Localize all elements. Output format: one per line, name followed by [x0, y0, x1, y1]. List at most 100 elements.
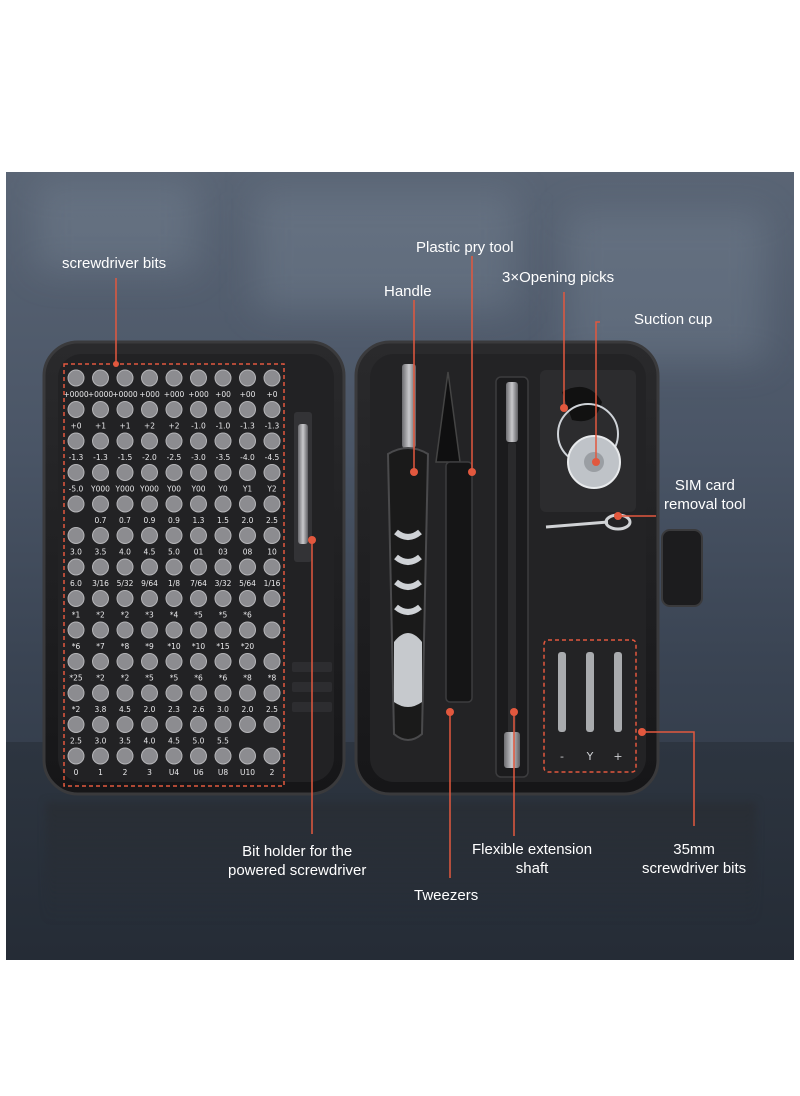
screwdriver-bit — [116, 464, 134, 481]
screwdriver-bit — [141, 558, 158, 576]
bit-size-label: 3.5 — [95, 548, 107, 557]
callout-screwdriver-bits: screwdriver bits — [62, 255, 167, 272]
callout-suction-cup: Suction cup — [634, 311, 713, 328]
screwdriver-bit — [214, 747, 232, 765]
callout-line: Flexible extension — [472, 841, 593, 858]
bit-size-label: +0 — [70, 422, 81, 431]
bit-size-label: 3/16 — [92, 579, 109, 588]
callout-sim-card-removal-tool: SIM card removal tool — [664, 476, 746, 514]
bit-size-label: 2.5 — [266, 516, 278, 525]
bit-size-label: *25 — [69, 674, 83, 683]
screwdriver-bit — [263, 621, 281, 639]
callout-flexible-extension-shaft: Flexible extension shaft — [472, 840, 592, 878]
bit-size-label: Y1 — [242, 485, 253, 494]
callout-tweezers: Tweezers — [414, 887, 479, 904]
screwdriver-bit — [67, 684, 85, 702]
bit-size-label: 7/64 — [190, 579, 207, 588]
35mm-bit — [586, 652, 594, 732]
bit-size-label: Y000 — [90, 485, 110, 494]
callout-35mm-bits: 35mm screwdriver bits — [642, 840, 746, 878]
bit-size-label: 9/64 — [141, 579, 158, 588]
screwdriver-bit — [92, 716, 109, 733]
screwdriver-bit — [263, 401, 281, 418]
screwdriver-bit — [239, 684, 256, 702]
bit-size-label: 2.5 — [266, 705, 278, 714]
callout-line: 35mm — [673, 841, 715, 858]
bit-size-label: *8 — [243, 674, 252, 683]
screwdriver-bit — [190, 558, 207, 576]
screwdriver-bit — [92, 369, 109, 387]
bit-size-label: U4 — [169, 768, 179, 777]
screwdriver-bit — [214, 558, 232, 576]
screwdriver-bit — [214, 495, 232, 513]
bit-size-label: *5 — [219, 611, 228, 620]
bit-size-label: 1.3 — [193, 516, 205, 525]
bit-size-label: +000 — [139, 390, 160, 399]
screwdriver-bit — [67, 464, 85, 481]
bit-size-label: 5/32 — [117, 579, 134, 588]
screwdriver-bit — [190, 684, 207, 702]
bit-size-label: +0 — [266, 390, 277, 399]
background-window-light — [566, 212, 766, 362]
bit-size-label: -1.0 — [216, 422, 231, 431]
bit-size-label: 4.0 — [119, 548, 131, 557]
screwdriver-bit — [67, 527, 85, 544]
bit-size-label: -2.5 — [167, 453, 182, 462]
screwdriver-bit — [141, 590, 158, 607]
screwdriver-bit — [263, 369, 281, 387]
callout-line: screwdriver bits — [642, 860, 747, 877]
bit-size-label: 5.5 — [217, 737, 229, 746]
35mm-bit-type-label: + — [613, 750, 622, 763]
screwdriver-bit — [92, 432, 109, 450]
bit-size-label: Y000 — [139, 485, 159, 494]
screwdriver-bit — [141, 464, 158, 481]
screwdriver-bit — [214, 684, 232, 702]
bit-size-label: *9 — [145, 642, 154, 651]
screwdriver-bit — [263, 590, 281, 607]
bit-size-label: -4.5 — [265, 453, 280, 462]
bit-size-label: -1.3 — [69, 453, 84, 462]
screwdriver-bit — [92, 653, 109, 670]
screwdriver-bit — [92, 684, 109, 702]
bit-size-label: +00 — [240, 390, 256, 399]
bit-size-label: *20 — [241, 642, 255, 651]
screwdriver-bit — [263, 716, 281, 733]
bit-size-label: +1 — [119, 422, 130, 431]
screwdriver-bit — [239, 653, 256, 670]
bit-size-label: 3 — [147, 768, 152, 777]
screwdriver-bit — [190, 369, 207, 387]
bit-size-label: *4 — [170, 611, 179, 620]
screwdriver-bit — [141, 621, 158, 639]
callout-bit-holder: Bit holder for the powered screwdriver — [228, 842, 366, 880]
screwdriver-bit — [263, 747, 281, 765]
bit-size-label: +000 — [164, 390, 185, 399]
bit-size-label: -1.3 — [265, 422, 280, 431]
bit-size-label: *5 — [194, 611, 203, 620]
bit-size-label: Y00 — [190, 485, 205, 494]
bit-size-label: +0000 — [88, 390, 114, 399]
bit-size-label: Y2 — [266, 485, 277, 494]
bit-size-label: 2.0 — [242, 516, 254, 525]
callout-plastic-pry-tool: Plastic pry tool — [416, 239, 514, 256]
screwdriver-bit — [263, 464, 281, 481]
bit-size-label: 3/32 — [215, 579, 232, 588]
screwdriver-bit — [116, 558, 134, 576]
bit-size-label: *3 — [145, 611, 154, 620]
bit-size-label: 1 — [98, 768, 103, 777]
screwdriver-bit — [190, 653, 207, 670]
bit-size-label: -3.5 — [216, 453, 231, 462]
screwdriver-bit — [116, 495, 134, 513]
screwdriver-bit — [92, 495, 109, 513]
screwdriver-bit — [116, 401, 134, 418]
bit-size-label: +000 — [188, 390, 209, 399]
screwdriver-bit — [165, 621, 183, 639]
bit-size-label: *1 — [72, 611, 81, 620]
bit-size-label: U6 — [193, 768, 203, 777]
35mm-bit-type-label: - — [560, 750, 564, 763]
bit-size-label: 0.7 — [119, 516, 131, 525]
callout-line: removal tool — [664, 496, 746, 513]
screwdriver-bit — [165, 369, 183, 387]
bits-dashed-frame — [63, 363, 285, 787]
bit-size-label: *15 — [216, 642, 230, 651]
screwdriver-bit — [190, 432, 207, 450]
